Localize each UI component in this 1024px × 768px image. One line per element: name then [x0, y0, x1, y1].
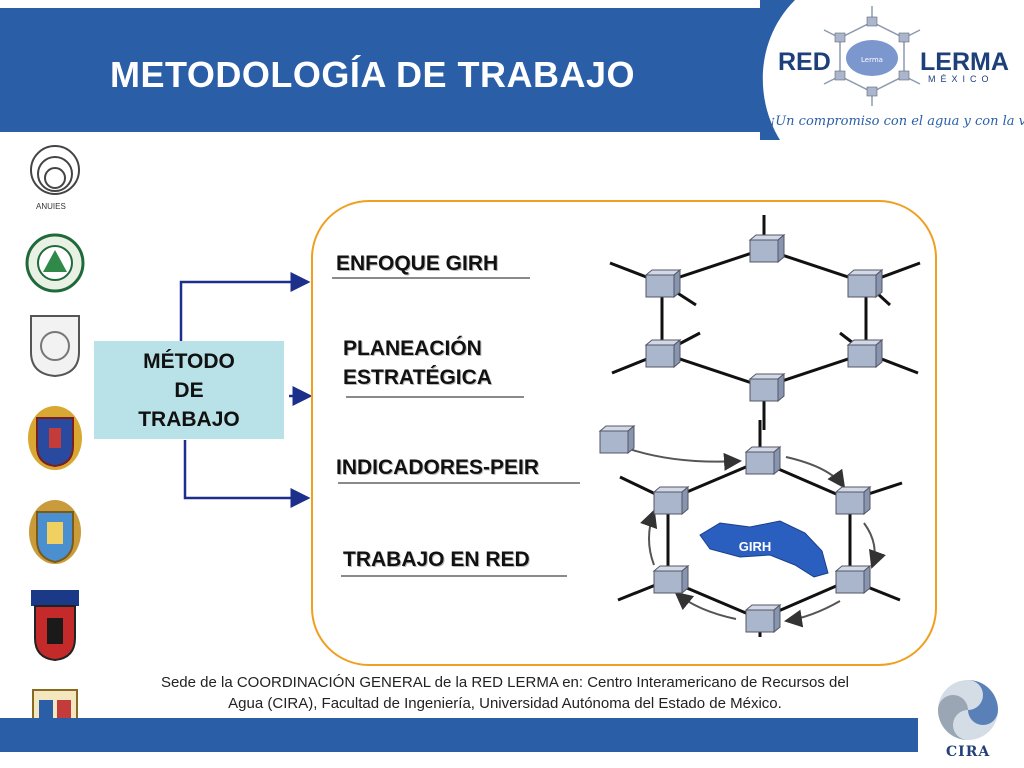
topic-underline: [341, 575, 567, 577]
anuies-logo-icon: [30, 145, 80, 195]
topic-enfoque-girh: ENFOQUE GIRH: [336, 252, 499, 275]
topics-panel: [311, 200, 937, 666]
university-shield-blue-icon: [28, 406, 82, 470]
connector-arrows: [179, 272, 313, 508]
metodo-line-3: TRABAJO: [138, 407, 240, 431]
topic-indicadores-peir: INDICADORES-PEIR: [336, 456, 540, 479]
map-label-girh: GIRH: [739, 539, 772, 554]
network-nodes-top: [644, 233, 884, 403]
university-shield-red-icon: [31, 590, 79, 662]
footer-text: Sede de la COORDINACIÓN GENERAL de la RE…: [92, 672, 918, 714]
footer-line-1: Sede de la COORDINACIÓN GENERAL de la RE…: [160, 674, 850, 691]
header-band: [0, 8, 790, 132]
topic-trabajo-en-red: TRABAJO EN RED: [343, 548, 530, 571]
cira-label: CIRA: [946, 744, 991, 760]
topic-estrategica: ESTRATÉGICA: [343, 366, 492, 389]
girh-watershed-map: [699, 520, 829, 578]
anuies-label: ANUIES: [36, 202, 66, 211]
logo-mexico-text: MÉXICO: [928, 74, 994, 84]
footer-line-2: Agua (CIRA), Facultad de Ingeniería, Uni…: [228, 695, 782, 712]
university-seal-green-icon: [25, 233, 85, 293]
topic-underline: [338, 482, 580, 484]
topic-underline: [346, 396, 524, 398]
logo-lerma-text: LERMA: [920, 48, 1009, 76]
logo-inner-label: Lerma: [861, 56, 883, 64]
metodo-line-1: MÉTODO: [143, 349, 235, 373]
topic-underline: [332, 277, 530, 279]
cira-logo-icon: [938, 680, 998, 740]
arrow-to-enfoque: [179, 272, 311, 342]
logo-red-text: RED: [778, 48, 831, 76]
university-shield-gold-icon: [29, 500, 81, 564]
footer-bar: [0, 718, 918, 752]
network-diagram: GIRH: [598, 215, 921, 637]
metodo-de-trabajo-box: MÉTODO DE TRABAJO: [94, 341, 284, 439]
logo-slogan: ¡Un compromiso con el agua y con la vida…: [770, 114, 1024, 129]
metodo-line-2: DE: [174, 378, 204, 402]
red-lerma-logo: Lerma: [760, 0, 1024, 140]
topic-planeacion: PLANEACIÓN: [343, 337, 482, 360]
arrow-to-trabajo-en-red: [183, 440, 311, 508]
page-title: METODOLOGÍA DE TRABAJO: [110, 54, 636, 95]
university-seal-gray-icon: [30, 315, 80, 378]
network-nodes-bottom: [598, 424, 872, 634]
